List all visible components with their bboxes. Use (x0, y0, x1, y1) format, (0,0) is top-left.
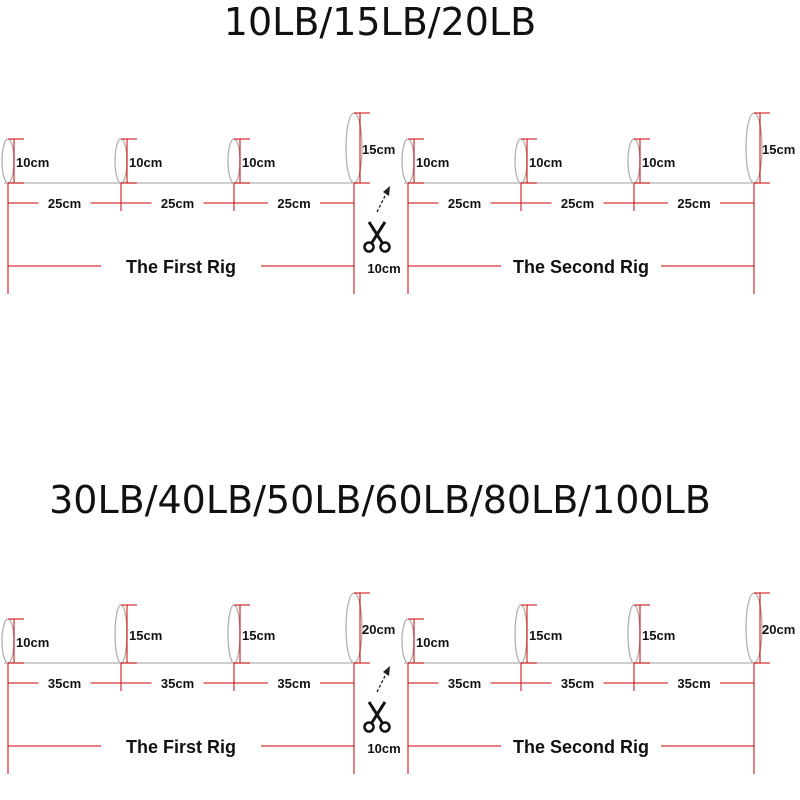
spacing-label-bg (151, 194, 204, 212)
scissors-icon (363, 701, 391, 733)
loop-height-label: 10cm (16, 635, 49, 650)
loop-height-label: 20cm (362, 622, 395, 637)
spacing-label-bg (268, 674, 320, 692)
spacing-label-bg (151, 674, 204, 692)
spacing-label-bg (668, 674, 720, 692)
spacing-label-bg (551, 674, 604, 692)
loop-height-label: 10cm (242, 155, 275, 170)
spacing-label: 25cm (277, 196, 310, 211)
spacing-label: 35cm (677, 676, 710, 691)
loop-height-label: 20cm (762, 622, 795, 637)
cut-arrow-head (383, 666, 390, 676)
cut-gap-label: 10cm (367, 741, 400, 756)
spacing-label: 25cm (161, 196, 194, 211)
spacing-label: 25cm (48, 196, 81, 211)
loop-height-label: 10cm (416, 155, 449, 170)
rig-loop (401, 138, 415, 184)
spacing-label: 25cm (677, 196, 710, 211)
spacing-label: 25cm (448, 196, 481, 211)
rig-label: The First Rig (126, 737, 236, 757)
spacing-label-bg (438, 194, 491, 212)
rig-loop (401, 618, 415, 664)
loop-height-label: 15cm (642, 628, 675, 643)
loop-height-label: 10cm (129, 155, 162, 170)
spacing-label: 25cm (561, 196, 594, 211)
rig-loop (514, 604, 528, 664)
rig-label-bg (501, 734, 661, 758)
spacing-label: 35cm (448, 676, 481, 691)
loop-height-label: 15cm (529, 628, 562, 643)
rig-label: The Second Rig (513, 737, 649, 757)
cut-arrow (376, 671, 388, 693)
loop-height-label: 15cm (129, 628, 162, 643)
loop-height-label: 10cm (642, 155, 675, 170)
spacing-label-bg (38, 674, 91, 692)
cut-arrow (376, 191, 388, 213)
rig-loop (227, 604, 241, 664)
cut-gap-label: 10cm (367, 261, 400, 276)
spacing-label-bg (268, 194, 320, 212)
spacing-label: 35cm (277, 676, 310, 691)
diagram-title-2: 30LB/40LB/50LB/60LB/80LB/100LB (49, 478, 711, 522)
loop-height-label: 10cm (16, 155, 49, 170)
spacing-label: 35cm (48, 676, 81, 691)
spacing-label-bg (38, 194, 91, 212)
loop-height-label: 15cm (242, 628, 275, 643)
loop-height-label: 10cm (416, 635, 449, 650)
rig-loop (114, 604, 128, 664)
diagram-title-1: 10LB/15LB/20LB (223, 0, 537, 44)
loop-height-label: 10cm (529, 155, 562, 170)
cut-arrow-head (383, 186, 390, 196)
loop-height-label: 15cm (362, 142, 395, 157)
rig-loop (1, 618, 15, 664)
rig-loop (627, 604, 641, 664)
spacing-label-bg (668, 194, 720, 212)
spacing-label: 35cm (161, 676, 194, 691)
rig-label-bg (501, 254, 661, 278)
spacing-label-bg (551, 194, 604, 212)
spacing-label: 35cm (561, 676, 594, 691)
rig-loop (514, 138, 528, 184)
rig-label-bg (101, 254, 261, 278)
rig-loop (1, 138, 15, 184)
rig-label-bg (101, 734, 261, 758)
scissors-icon (363, 221, 391, 253)
rig-label: The First Rig (126, 257, 236, 277)
rig-label: The Second Rig (513, 257, 649, 277)
loop-height-label: 15cm (762, 142, 795, 157)
spacing-label-bg (438, 674, 491, 692)
rig-loop (627, 138, 641, 184)
rig-loop (114, 138, 128, 184)
rig-loop (227, 138, 241, 184)
